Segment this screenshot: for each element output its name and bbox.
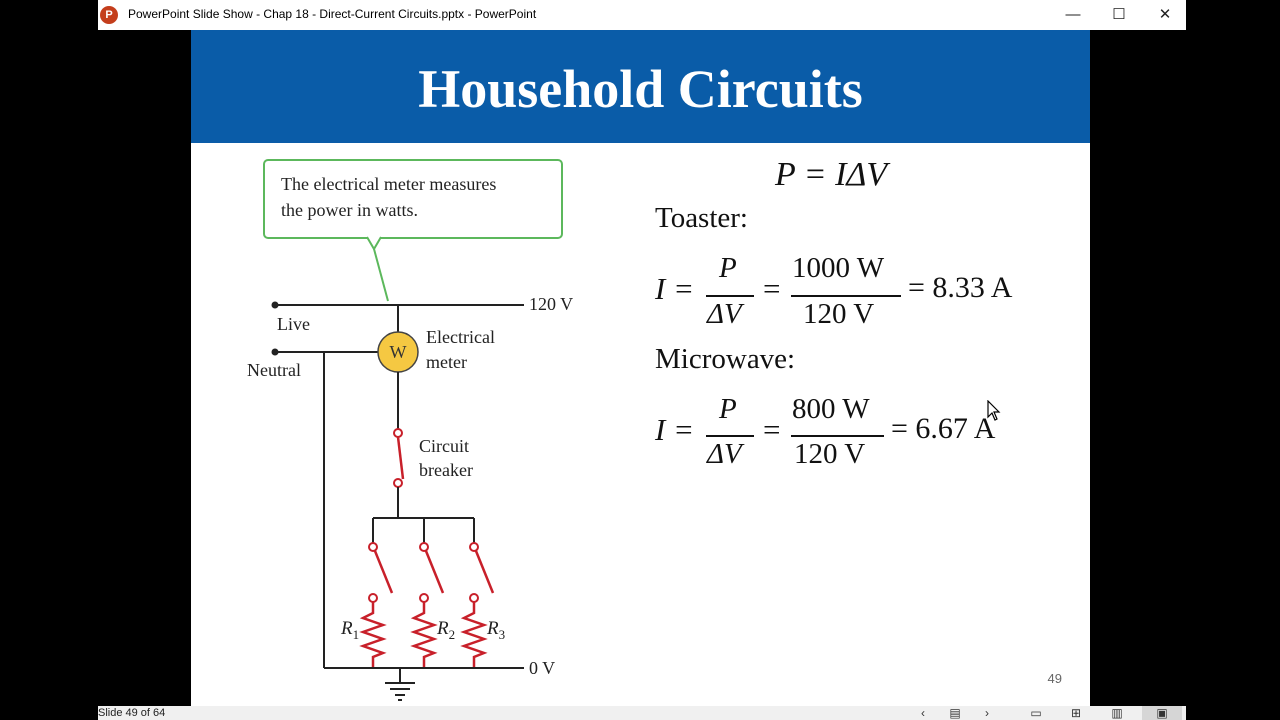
slide-title: Household Circuits [418,59,863,119]
toaster-power-value: 1000 W [792,252,885,284]
toaster-equals: = [763,271,781,306]
resistor-r2 [410,602,438,668]
live-label: Live [277,314,310,334]
resistor-r1 [359,602,387,668]
microwave-numerator-symbol: P [719,393,737,425]
previous-slide-button[interactable]: ‹ [921,706,925,720]
toaster-label: Toaster: [655,202,748,234]
toaster-fraction-line-1 [706,295,754,297]
ground-symbol [385,682,415,701]
breaker-top-contact [393,428,403,438]
branch-1 [359,518,394,668]
toaster-numerator-symbol: P [719,252,737,284]
resistor-r3 [460,602,488,668]
reading-view-icon[interactable]: ▥ [1111,706,1123,720]
microwave-label: Microwave: [655,343,796,375]
breaker-label-2: breaker [419,460,473,480]
switch-2 [424,550,445,594]
next-slide-button[interactable]: › [985,706,989,720]
branch-2 [410,518,445,668]
microwave-equals: = [763,412,781,447]
slideshow-view-icon[interactable]: ▣ [1142,706,1182,720]
meter-label-2: meter [426,352,467,372]
resistor-label-r2: R2 [436,618,455,642]
callout-line-1: The electrical meter measures [281,174,496,194]
resistor-label-r1: R1 [340,618,359,642]
toaster-result: = 8.33 A [908,271,1013,304]
switch-3 [474,550,495,594]
title-banner: Household Circuits [191,30,1090,143]
microwave-denominator-symbol: ΔV [707,438,742,470]
toaster-denominator-symbol: ΔV [707,298,742,330]
microwave-result: = 6.67 A [891,412,996,445]
title-bar: P PowerPoint Slide Show - Chap 18 - Dire… [98,0,1186,30]
microwave-voltage-value: 120 V [794,438,866,470]
microwave-fraction-line-1 [706,435,754,437]
slide-show-area: Household Circuits The electrical meter … [98,30,1186,706]
toaster-lhs: I = [655,271,694,306]
powerpoint-icon: P [100,6,118,24]
mouse-cursor-icon [987,400,1001,421]
meter-symbol: W [390,342,407,362]
window-title: PowerPoint Slide Show - Chap 18 - Direct… [128,7,537,21]
ground-voltage-label: 0 V [529,658,555,678]
maximize-button[interactable]: ☐ [1112,6,1126,23]
status-bar: Slide 49 of 64 ‹ ▤ › ▭ ⊞ ▥ ▣ [98,706,1186,720]
normal-view-icon[interactable]: ▭ [1030,706,1042,720]
meter-label-1: Electrical [426,327,495,347]
live-voltage-label: 120 V [529,294,573,314]
microwave-fraction-line-2 [791,435,884,437]
slide-sorter-icon[interactable]: ⊞ [1070,706,1082,720]
neutral-label: Neutral [247,360,301,380]
toaster-fraction-line-2 [791,295,901,297]
minimize-button[interactable]: — [1065,6,1081,23]
callout-leader [373,248,389,302]
callout-box [263,159,563,239]
slide[interactable]: Household Circuits The electrical meter … [191,30,1090,706]
close-button[interactable]: ✕ [1158,6,1172,23]
callout-line-2: the power in watts. [281,200,418,220]
callout-pointer [366,236,382,251]
resistor-label-r3: R3 [486,618,505,642]
microwave-power-value: 800 W [792,393,870,425]
slide-page-number: 49 [1047,671,1062,686]
breaker-bottom-contact [393,478,403,488]
breaker-label-1: Circuit [419,436,469,456]
powerpoint-window: P PowerPoint Slide Show - Chap 18 - Dire… [98,0,1186,720]
switch-1 [373,550,394,594]
household-circuit-diagram: The electrical meter measures the power … [247,159,573,701]
slide-indicator: Slide 49 of 64 [98,707,166,719]
toaster-voltage-value: 120 V [803,298,875,330]
notes-icon[interactable]: ▤ [949,706,961,720]
neutral-terminal [271,348,279,356]
live-terminal [271,301,279,309]
circuit-breaker [396,436,405,480]
power-formula: P = IΔV [775,156,888,193]
branch-3 [460,518,495,668]
microwave-lhs: I = [655,412,694,447]
